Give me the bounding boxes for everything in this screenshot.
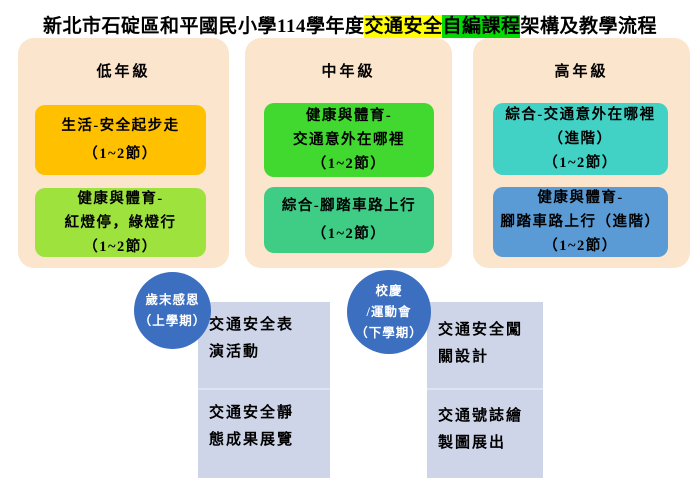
course-box-red-light-green-light: 健康與體育- 紅燈停，綠燈行 （1~2節） <box>35 188 206 257</box>
event-circle-year-end-thanksgiving: 歲末感恩 （上學期） <box>134 272 211 349</box>
panel-header-middle-grades: 中年級 <box>321 64 376 80</box>
activity-item-static-exhibition: 交通安全靜 態成果展覽 <box>209 405 295 448</box>
course-box-traffic-accidents-advanced: 綜合-交通意外在哪裡 （進階） （1~2節） <box>493 103 668 175</box>
title-text-left: 新北市石碇區和平國民小學114學年度 <box>43 16 365 37</box>
panel-header-lower-grades: 低年級 <box>96 64 151 80</box>
divider <box>198 388 330 390</box>
divider <box>427 388 543 390</box>
panel-middle-grades: 中年級 健康與體育- 交通意外在哪裡 （1~2節） 綜合-腳踏車路上行 （1~2… <box>245 38 452 268</box>
activity-item-sign-drawing-exhibit: 交通號誌繪 製圖展出 <box>438 408 524 451</box>
title-text-right: 架構及教學流程 <box>520 16 657 37</box>
panel-header-upper-grades: 高年級 <box>554 64 609 80</box>
panel-lower-grades: 低年級 生活-安全起步走 （1~2節） 健康與體育- 紅燈停，綠燈行 （1~2節… <box>18 38 229 268</box>
activity-box-second-semester: 交通安全闖 關設計 交通號誌繪 製圖展出 <box>427 302 543 478</box>
course-box-bicycle-on-road: 綜合-腳踏車路上行 （1~2節） <box>264 187 434 253</box>
course-box-where-are-traffic-accidents: 健康與體育- 交通意外在哪裡 （1~2節） <box>264 103 434 177</box>
course-box-life-safety-start: 生活-安全起步走 （1~2節） <box>35 105 206 175</box>
page-title: 新北市石碇區和平國民小學114學年度交通安全自編課程架構及教學流程 <box>0 11 700 38</box>
activity-item-challenge-design: 交通安全闖 關設計 <box>438 322 524 365</box>
course-box-bicycle-advanced: 健康與體育- 腳踏車路上行（進階） （1~2節） <box>493 187 668 257</box>
activity-item-performance: 交通安全表 演活動 <box>209 317 295 360</box>
event-circle-anniversary-sports-day: 校慶 /運動會 （下學期） <box>347 270 431 354</box>
activity-box-first-semester: 交通安全表 演活動 交通安全靜 態成果展覽 <box>198 302 330 478</box>
panel-upper-grades: 高年級 綜合-交通意外在哪裡 （進階） （1~2節） 健康與體育- 腳踏車路上行… <box>473 38 690 268</box>
title-highlight-self-designed-curriculum: 自編課程 <box>442 15 521 38</box>
title-highlight-traffic-safety: 交通安全 <box>364 15 443 38</box>
